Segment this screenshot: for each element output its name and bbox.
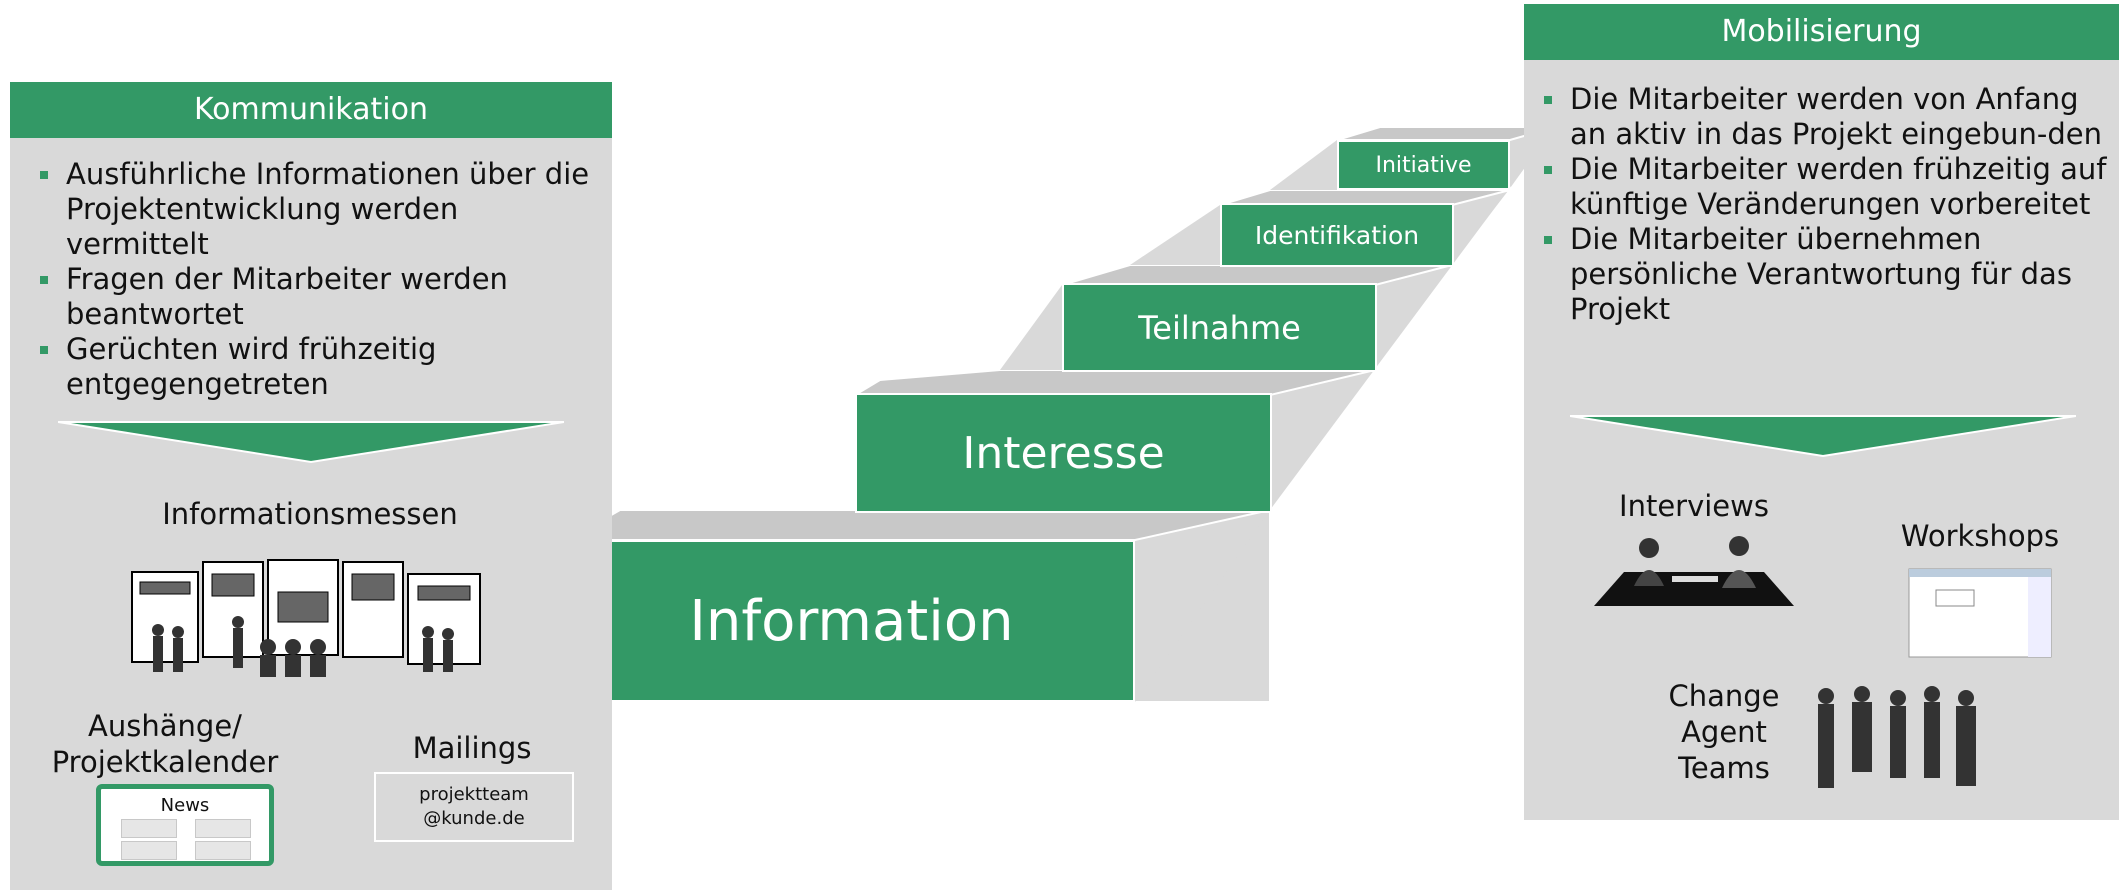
news-slot [121, 841, 177, 860]
mailing-address: projektteam @kunde.de [419, 784, 529, 829]
news-slot [121, 819, 177, 838]
step-information: Information [568, 540, 1135, 702]
news-title: News [160, 795, 210, 816]
funnel-arrow [58, 421, 564, 464]
news-slot [195, 819, 251, 838]
bullet-item: Die Mitarbeiter werden frühzeitig auf kü… [1534, 152, 2114, 222]
step-teilnahme: Teilnahme [1062, 283, 1377, 372]
workshop-screen-illustration [1908, 568, 2052, 658]
informationsmessen-label: Informationsmessen [162, 497, 458, 531]
change-agent-teams-label: Change Agent Teams [1668, 679, 1780, 785]
bullet-item: Fragen der Mitarbeiter werden beantworte… [30, 262, 590, 332]
mailings-label: Mailings [412, 731, 532, 765]
trade-fair-illustration [131, 559, 481, 677]
step-information-label: Information [689, 588, 1014, 654]
step-initiative-label: Initiative [1375, 152, 1472, 178]
workshops-label: Workshops [1900, 519, 2060, 553]
bullet-item: Die Mitarbeiter werden von Anfang an akt… [1534, 82, 2114, 152]
mobilisierung-title: Mobilisierung [1524, 4, 2119, 60]
mobilisierung-panel: Mobilisierung Die Mitarbeiter werden von… [1524, 4, 2119, 820]
step-interesse-label: Interesse [962, 427, 1165, 479]
kommunikation-title: Kommunikation [10, 82, 612, 138]
bullet-item: Ausführliche Informationen über die Proj… [30, 157, 590, 262]
mobilisierung-bullets: Die Mitarbeiter werden von Anfang an akt… [1534, 82, 2114, 327]
funnel-arrow [1570, 415, 2076, 458]
change-agent-people-illustration [1818, 686, 1976, 788]
aushaenge-label: Aushänge/ Projektkalender [51, 709, 279, 779]
step-identifikation-label: Identifikation [1254, 220, 1420, 250]
news-board: News [96, 784, 274, 866]
step-interesse: Interesse [855, 393, 1272, 513]
step-identifikation: Identifikation [1220, 203, 1454, 267]
mailing-address-box: projektteam @kunde.de [374, 772, 574, 842]
step-initiative: Initiative [1337, 140, 1510, 190]
bullet-item: Die Mitarbeiter übernehmen persönliche V… [1534, 222, 2114, 327]
kommunikation-bullets: Ausführliche Informationen über die Proj… [30, 157, 590, 402]
step-teilnahme-label: Teilnahme [1138, 308, 1301, 347]
interviews-label: Interviews [1619, 489, 1769, 523]
kommunikation-panel: Kommunikation Ausführliche Informationen… [10, 82, 612, 890]
news-slot [195, 841, 251, 860]
bullet-item: Gerüchten wird frühzeitig entgegengetret… [30, 332, 590, 402]
interview-illustration [1594, 536, 1794, 606]
